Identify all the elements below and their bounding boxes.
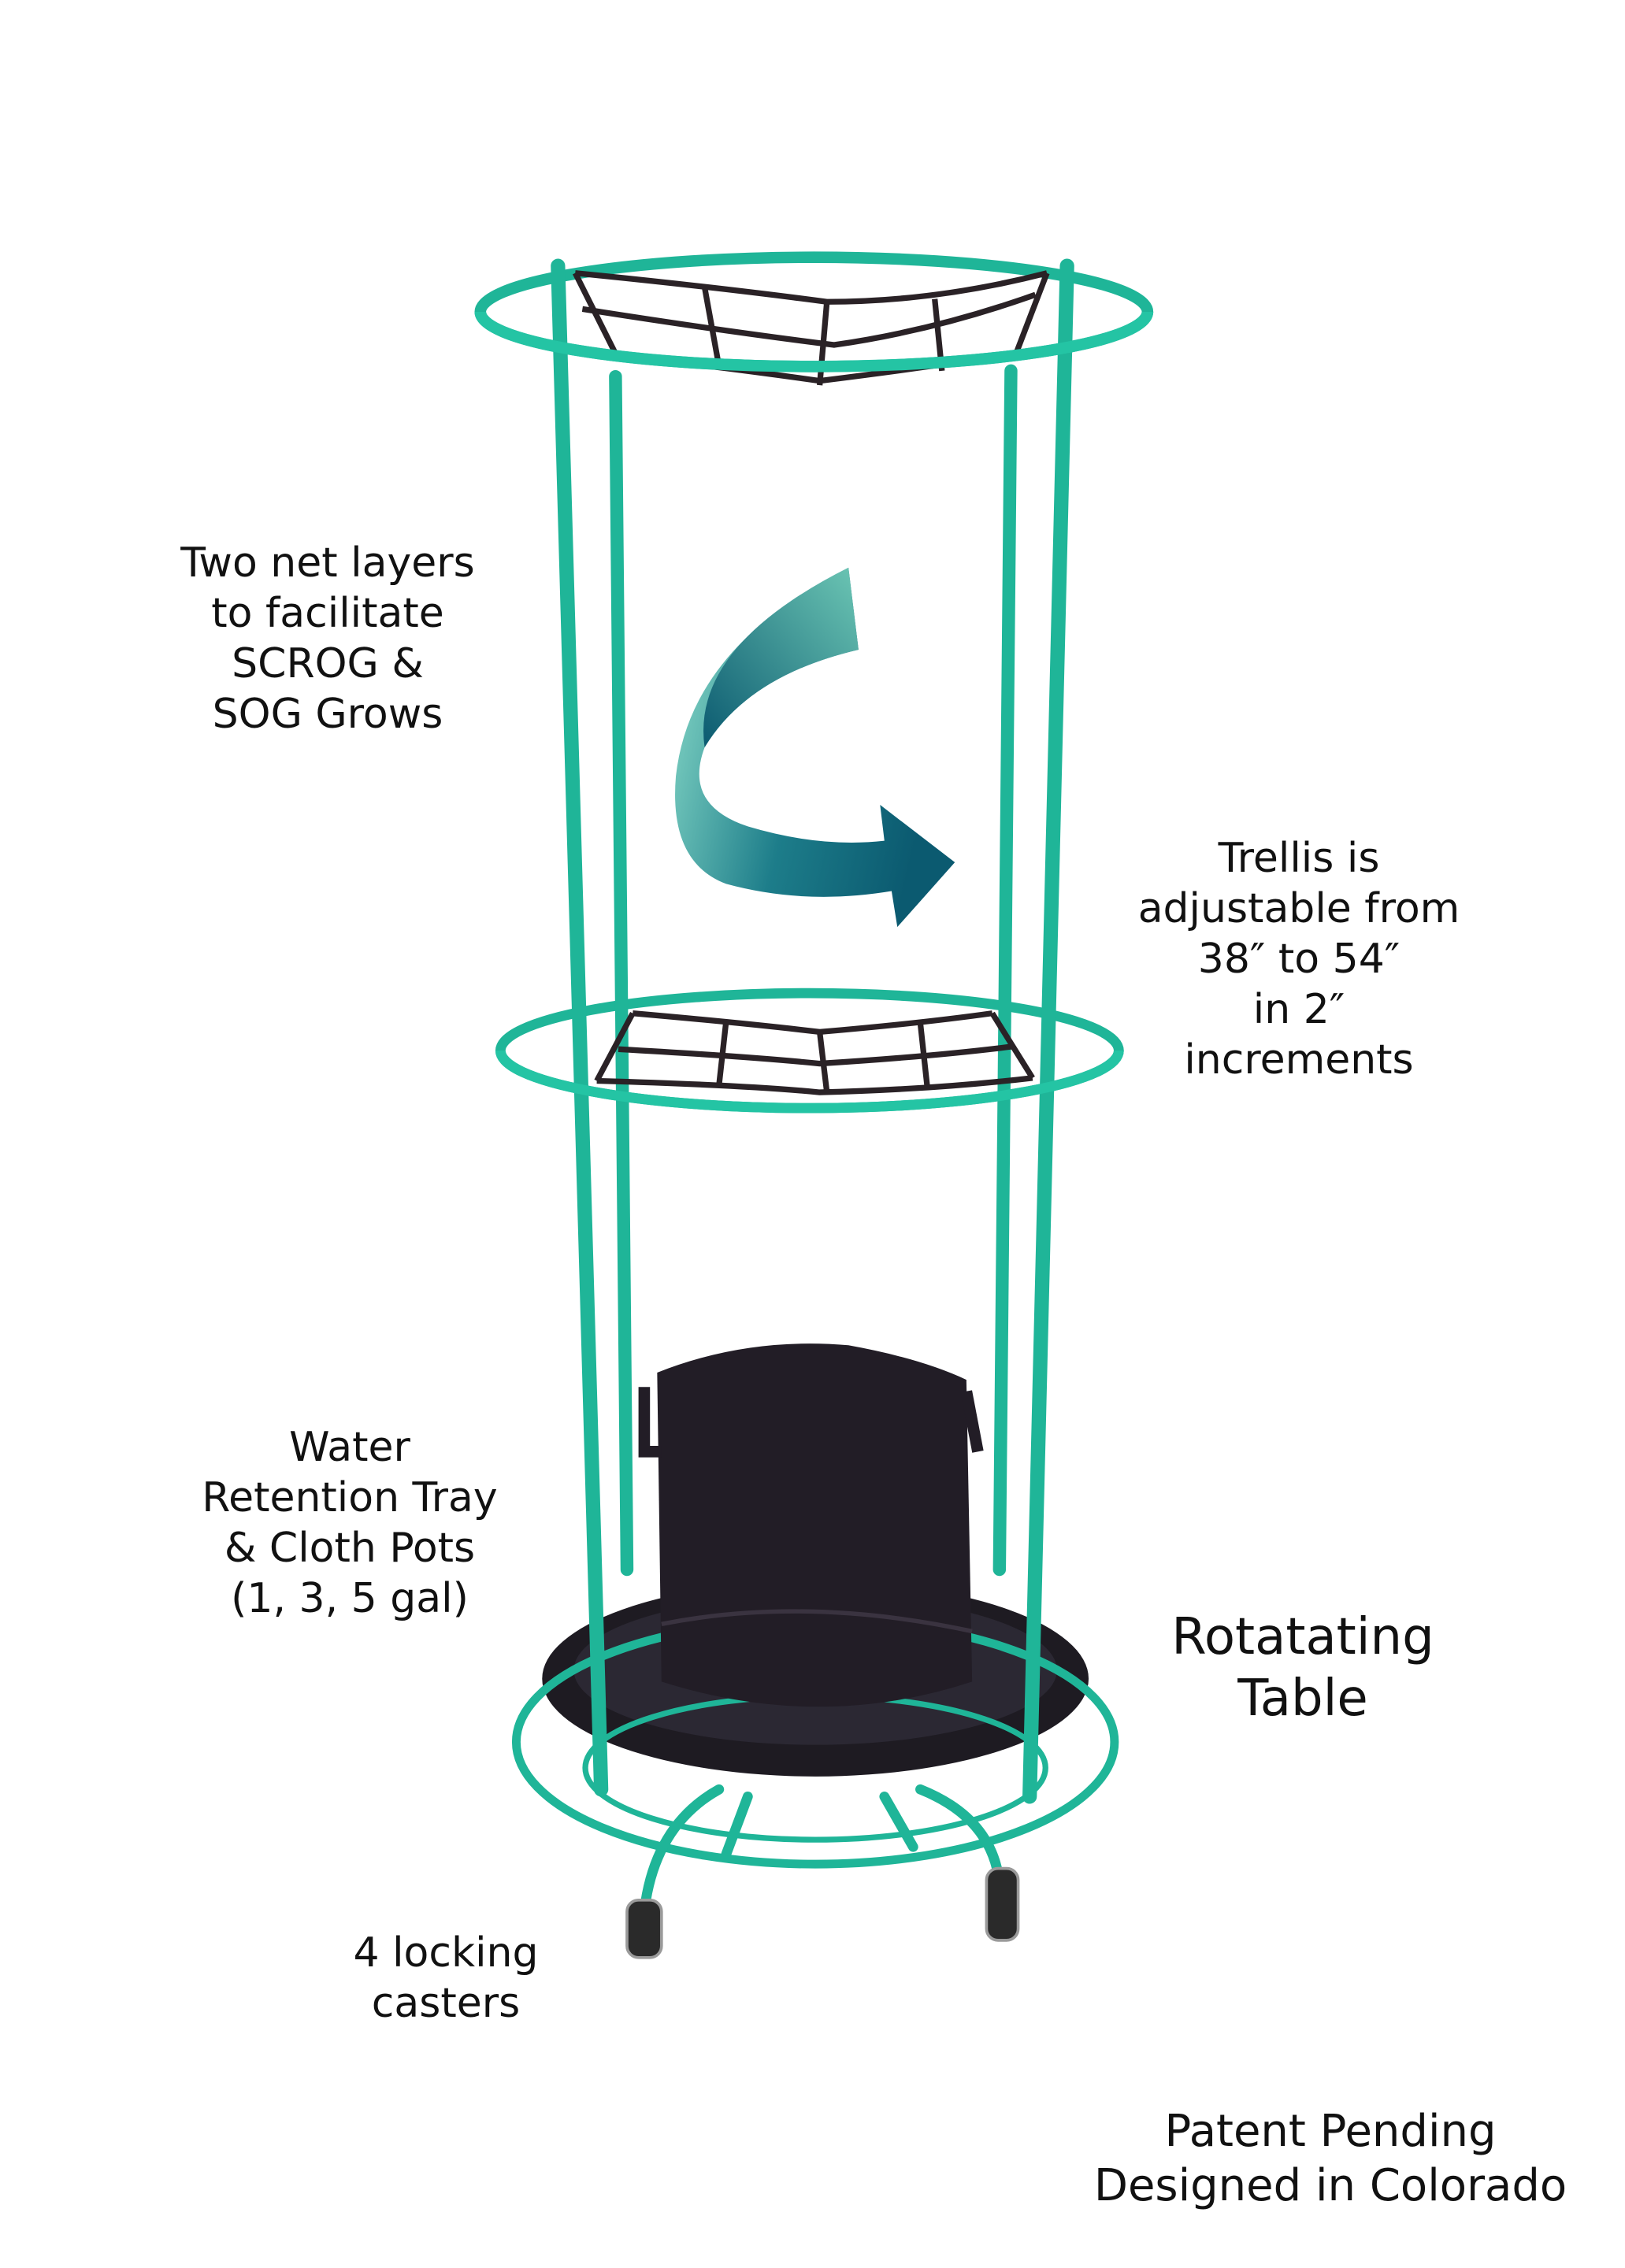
caption-line: to facilitate xyxy=(211,590,444,637)
caption-line: adjustable from xyxy=(1137,885,1460,932)
caption-line: casters xyxy=(371,1980,521,2027)
caption-line: Table xyxy=(1237,1670,1368,1728)
outer-poles xyxy=(551,258,1074,1804)
caption-line: Retention Tray xyxy=(202,1474,498,1521)
cloth-pot xyxy=(638,1343,984,1707)
caption-line: Rotatating xyxy=(1171,1608,1434,1666)
caption-net-layers: Two net layers to facilitate SCROG & SOG… xyxy=(170,538,485,739)
middle-net xyxy=(594,1010,1035,1095)
caption-line: & Cloth Pots xyxy=(224,1525,476,1572)
rotation-arrow-icon xyxy=(675,567,955,928)
caption-line: Water xyxy=(289,1424,410,1471)
caption-line: Designed in Colorado xyxy=(1093,2160,1567,2211)
caption-casters: 4 locking casters xyxy=(288,1928,603,2029)
caption-line: 38″ to 54″ xyxy=(1197,936,1401,983)
middle-ring-front xyxy=(495,1050,1124,1114)
caption-line: (1, 3, 5 gal) xyxy=(231,1575,469,1622)
caption-line: in 2″ xyxy=(1252,986,1345,1033)
caption-line: increments xyxy=(1184,1036,1414,1084)
inner-poles xyxy=(609,364,1018,1577)
caption-water-tray: Water Retention Tray & Cloth Pots (1, 3,… xyxy=(176,1422,523,1624)
caster-wheels xyxy=(625,1866,1020,1959)
top-ring-front xyxy=(474,311,1154,372)
caption-patent: Patent Pending Designed in Colorado xyxy=(1055,2104,1606,2213)
caption-line: Trellis is xyxy=(1218,835,1380,882)
caption-line: 4 locking xyxy=(353,1929,539,1977)
caption-line: SCROG & xyxy=(232,640,424,687)
caption-line: Patent Pending xyxy=(1164,2106,1497,2157)
caption-line: Two net layers xyxy=(180,539,475,587)
caption-rotating-table: Rotatating Table xyxy=(1130,1606,1476,1729)
caption-trellis-adjustable: Trellis is adjustable from 38″ to 54″ in… xyxy=(1102,833,1496,1085)
caption-line: SOG Grows xyxy=(212,691,443,738)
